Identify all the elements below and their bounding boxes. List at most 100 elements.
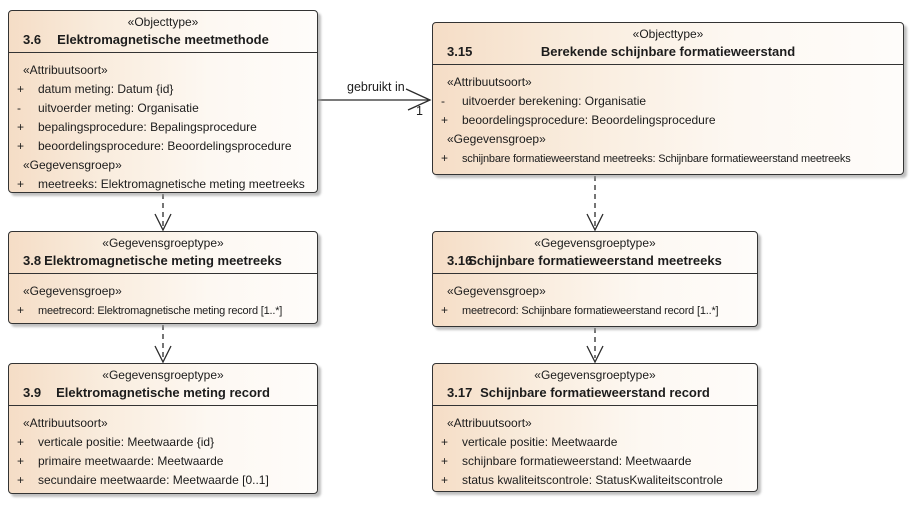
box-body: «Gegevensgroep» + meetrecord: Schijnbare… xyxy=(433,274,757,320)
box-header: «Gegevensgroeptype» 3.9 Elektromagnetisc… xyxy=(9,364,317,406)
box-number: 3.9 xyxy=(23,385,42,400)
attribute-row: - uitvoerder meting: Organisatie xyxy=(9,99,317,118)
attribute-row: + beoordelingsprocedure: Beoordelingspro… xyxy=(9,137,317,156)
visibility-prefix: + xyxy=(17,82,25,96)
box-title: Schijnbare formatieweerstand meetreeks xyxy=(468,253,722,268)
box-body: «Attribuutsoort» - uitvoerder berekening… xyxy=(433,65,903,168)
class-box-3-9-elektromagnetische-meting-record[interactable]: «Gegevensgroeptype» 3.9 Elektromagnetisc… xyxy=(8,363,318,494)
stereotype-section-label: «Gegevensgroep» xyxy=(447,132,546,146)
attribute-text: meetrecord: Schijnbare formatieweerstand… xyxy=(462,305,719,317)
attribute-text: schijnbare formatieweerstand meetreeks: … xyxy=(462,153,851,165)
attribute-text: uitvoerder meting: Organisatie xyxy=(38,101,199,115)
attribute-text: status kwaliteitscontrole: StatusKwalite… xyxy=(462,473,723,487)
visibility-prefix: + xyxy=(17,139,25,153)
box-body: «Attribuutsoort» + datum meting: Datum {… xyxy=(9,53,317,194)
connector-multiplicity-1: 1 xyxy=(416,104,423,118)
attribute-text: meetrecord: Elektromagnetische meting re… xyxy=(38,305,283,317)
dependency-arrow-3-6-to-3-8 xyxy=(154,194,172,232)
visibility-prefix: - xyxy=(17,101,21,115)
attribute-text: schijnbare formatieweerstand: Meetwaarde xyxy=(462,454,692,468)
title-row: 3.17 Schijnbare formatieweerstand record xyxy=(433,384,757,402)
box-number: 3.16 xyxy=(447,253,473,268)
visibility-prefix: + xyxy=(17,120,25,134)
attribute-text: datum meting: Datum {id} xyxy=(38,82,174,96)
attribute-row: + verticale positie: Meetwaarde xyxy=(433,433,757,452)
attribute-row: + datum meting: Datum {id} xyxy=(9,80,317,99)
stereotype-label: «Gegevensgroeptype» xyxy=(534,236,656,250)
attribute-row: + verticale positie: Meetwaarde {id} xyxy=(9,433,317,452)
attribute-text: secundaire meetwaarde: Meetwaarde [0..1] xyxy=(38,473,269,487)
visibility-prefix: + xyxy=(441,454,449,468)
class-box-3-17-schijnbare-formatieweerstand-record[interactable]: «Gegevensgroeptype» 3.17 Schijnbare form… xyxy=(432,363,758,492)
attribute-row: - uitvoerder berekening: Organisatie xyxy=(433,92,903,111)
visibility-prefix: + xyxy=(441,435,449,449)
attribute-text: primaire meetwaarde: Meetwaarde xyxy=(38,454,224,468)
attribute-text: meetreeks: Elektromagnetische meting mee… xyxy=(38,177,305,191)
stereotype-label: «Gegevensgroeptype» xyxy=(102,236,224,250)
stereotype-section-label: «Gegevensgroep» xyxy=(23,284,122,298)
attribute-row: + primaire meetwaarde: Meetwaarde xyxy=(9,452,317,471)
attribute-text: verticale positie: Meetwaarde {id} xyxy=(38,435,215,449)
connector-label-gebruikt-in: gebruikt in xyxy=(347,80,405,94)
association-arrow-3-6-to-3-15 xyxy=(318,88,432,111)
attribute-text: uitvoerder berekening: Organisatie xyxy=(462,94,647,108)
stereotype-section-label: «Gegevensgroep» xyxy=(447,284,546,298)
attribute-text: bepalingsprocedure: Bepalingsprocedure xyxy=(38,120,257,134)
stereotype-label: «Objecttype» xyxy=(127,15,199,29)
class-box-3-6-elektromagnetische-meetmethode[interactable]: «Objecttype» 3.6 Elektromagnetische meet… xyxy=(8,10,318,193)
visibility-prefix: - xyxy=(441,94,445,108)
box-header: «Gegevensgroeptype» 3.17 Schijnbare form… xyxy=(433,364,757,406)
title-row: 3.9 Elektromagnetische meting record xyxy=(9,384,317,402)
box-body: «Gegevensgroep» + meetrecord: Elektromag… xyxy=(9,274,317,320)
title-row: 3.8 Elektromagnetische meting meetreeks xyxy=(9,252,317,270)
box-title: Elektromagnetische meting record xyxy=(56,385,270,400)
title-row: 3.15 Berekende schijnbare formatieweerst… xyxy=(433,43,903,61)
box-title: Schijnbare formatieweerstand record xyxy=(480,385,710,400)
visibility-prefix: + xyxy=(441,113,449,127)
class-box-3-16-schijnbare-formatieweerstand-meetreeks[interactable]: «Gegevensgroeptype» 3.16 Schijnbare form… xyxy=(432,231,758,327)
stereotype-section-label: «Attribuutsoort» xyxy=(447,416,532,430)
visibility-prefix: + xyxy=(17,435,25,449)
box-number: 3.8 xyxy=(23,253,42,268)
title-row: 3.16 Schijnbare formatieweerstand meetre… xyxy=(433,252,757,270)
stereotype-label: «Gegevensgroeptype» xyxy=(102,368,224,382)
class-box-3-8-elektromagnetische-meting-meetreeks[interactable]: «Gegevensgroeptype» 3.8 Elektromagnetisc… xyxy=(8,231,318,324)
stereotype-label: «Gegevensgroeptype» xyxy=(534,368,656,382)
dependency-arrow-3-16-to-3-17 xyxy=(586,328,604,364)
title-row: 3.6 Elektromagnetische meetmethode xyxy=(9,31,317,49)
attribute-text: beoordelingsprocedure: Beoordelingsproce… xyxy=(462,113,716,127)
stereotype-section-label: «Attribuutsoort» xyxy=(23,63,108,77)
attribute-row: + meetreeks: Elektromagnetische meting m… xyxy=(9,175,317,194)
box-number: 3.15 xyxy=(447,44,473,59)
stereotype-section-label: «Attribuutsoort» xyxy=(447,75,532,89)
visibility-prefix: + xyxy=(17,303,25,317)
box-body: «Attribuutsoort» + verticale positie: Me… xyxy=(9,406,317,490)
attribute-text: verticale positie: Meetwaarde xyxy=(462,435,618,449)
visibility-prefix: + xyxy=(17,473,25,487)
box-title: Berekende schijnbare formatieweerstand xyxy=(540,44,796,59)
attribute-row: + meetrecord: Schijnbare formatieweersta… xyxy=(433,301,757,320)
attribute-row: + meetrecord: Elektromagnetische meting … xyxy=(9,301,317,320)
attribute-text: beoordelingsprocedure: Beoordelingsproce… xyxy=(38,139,292,153)
attribute-row: + schijnbare formatieweerstand meetreeks… xyxy=(433,149,903,168)
box-number: 3.6 xyxy=(23,32,42,47)
visibility-prefix: + xyxy=(441,303,449,317)
attribute-row: + secundaire meetwaarde: Meetwaarde [0..… xyxy=(9,471,317,490)
visibility-prefix: + xyxy=(441,151,449,165)
attribute-row: + status kwaliteitscontrole: StatusKwali… xyxy=(433,471,757,490)
stereotype-section-label: «Attribuutsoort» xyxy=(23,416,108,430)
visibility-prefix: + xyxy=(441,473,449,487)
visibility-prefix: + xyxy=(17,177,25,191)
dependency-arrow-3-15-to-3-16 xyxy=(586,176,604,232)
attribute-row: + bepalingsprocedure: Bepalingsprocedure xyxy=(9,118,317,137)
attribute-row: + schijnbare formatieweerstand: Meetwaar… xyxy=(433,452,757,471)
stereotype-section-label: «Gegevensgroep» xyxy=(23,158,122,172)
visibility-prefix: + xyxy=(17,454,25,468)
box-title: Elektromagnetische meting meetreeks xyxy=(44,253,282,268)
box-header: «Objecttype» 3.15 Berekende schijnbare f… xyxy=(433,23,903,65)
box-title: Elektromagnetische meetmethode xyxy=(57,32,269,47)
box-header: «Gegevensgroeptype» 3.8 Elektromagnetisc… xyxy=(9,232,317,274)
class-box-3-15-berekende-schijnbare-formatieweerstand[interactable]: «Objecttype» 3.15 Berekende schijnbare f… xyxy=(432,22,904,175)
stereotype-label: «Objecttype» xyxy=(632,27,704,41)
